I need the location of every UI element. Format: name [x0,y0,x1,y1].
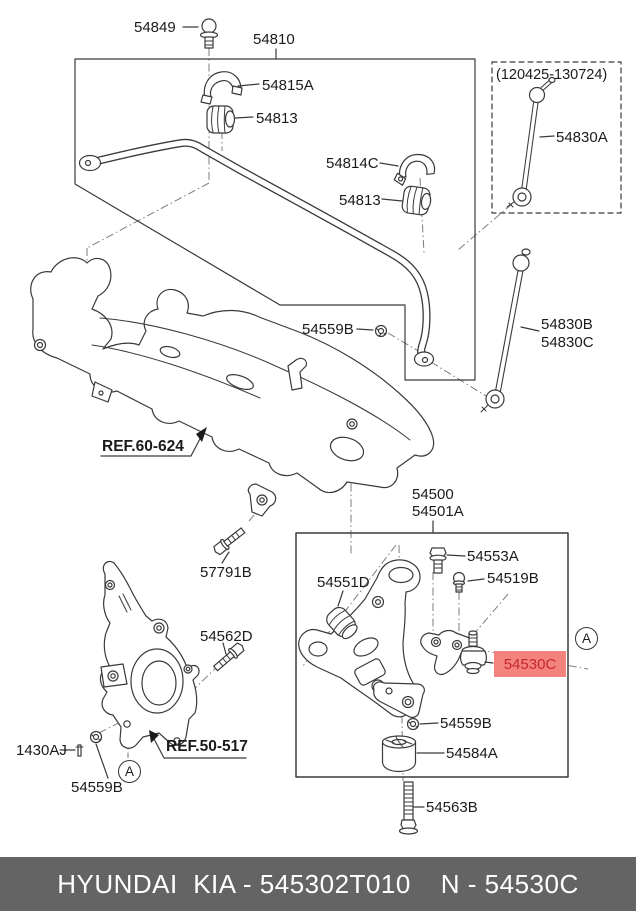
bolt-54563B-icon [398,781,419,835]
label-54810: 54810 [253,31,295,48]
ref-50-517-arrow [149,730,247,759]
clamp-54814C-drawing [393,153,436,186]
bushing-54551D-drawing [326,606,358,640]
bushing-54584A-drawing [381,735,417,773]
clamp-54815A-drawing [200,71,243,105]
label-54813-upper: 54813 [256,110,298,127]
stabilizer-bar-drawing [78,138,435,367]
label-54815A: 54815A [262,77,314,94]
label-54530C-highlighted[interactable]: 54530C [494,651,566,677]
label-54584A: 54584A [446,745,498,762]
label-54559B-bar: 54559B [302,321,354,338]
label-57791B: 57791B [200,564,252,581]
label-54559B-arm: 54559B [440,715,492,732]
subframe-drawing [30,257,435,517]
label-54830B: 54830B [541,316,593,333]
label-54813-lower: 54813 [339,192,381,209]
group-boxes [74,58,622,778]
label-54519B: 54519B [487,570,539,587]
leader-lines [59,26,555,808]
label-54500: 54500 [412,486,454,503]
bushing-54813-lower-drawing [401,185,432,216]
bolt-54519B-icon [452,571,466,593]
ref-60-624-arrow [100,427,207,457]
label-54814C: 54814C [326,155,379,172]
nut-54559B-icons [89,324,420,744]
view-marker-a-right: A [575,627,598,650]
label-1430AJ: 1430AJ [16,742,67,759]
view-marker-a-left: A [118,760,141,783]
date-range-dashed-box [491,61,622,214]
knuckle-drawing [99,560,200,749]
stabilizer-assembly-box [74,58,476,381]
label-ref-50-517: REF.50-517 [166,738,248,755]
label-ref-60-624: REF.60-624 [102,438,184,455]
label-54559B-knuckle: 54559B [71,779,123,796]
label-date-range: (120425-130724) [496,67,608,83]
footer-part-number: HYUNDAI KIA - 545302T010 [57,868,411,899]
control-arm-drawing [298,559,425,718]
footer-reference: N - 54530C [440,868,579,899]
link-54830B-drawing [480,248,531,413]
link-54830A-drawing [506,76,556,208]
pin-1430AJ-icon [75,744,84,757]
label-54830A: 54830A [556,129,608,146]
label-54501A: 54501A [412,503,464,520]
label-54830C: 54830C [541,334,594,351]
control-arm-box [295,532,569,778]
bolt-54553A-icon [429,547,447,574]
label-54849: 54849 [134,19,176,36]
label-54562D: 54562D [200,628,253,645]
label-54551D: 54551D [317,574,370,591]
ball-joint-54530C-drawing [420,629,487,676]
footer-bar: HYUNDAI KIA - 545302T010 N - 54530C [0,857,636,911]
bolt-54562D-icon [213,642,245,672]
label-54553A: 54553A [467,548,519,565]
label-54563B: 54563B [426,799,478,816]
bolt-54849-icon [199,18,219,49]
bushing-54813-upper-drawing [206,105,236,134]
bolt-57791B-icon [213,527,246,556]
